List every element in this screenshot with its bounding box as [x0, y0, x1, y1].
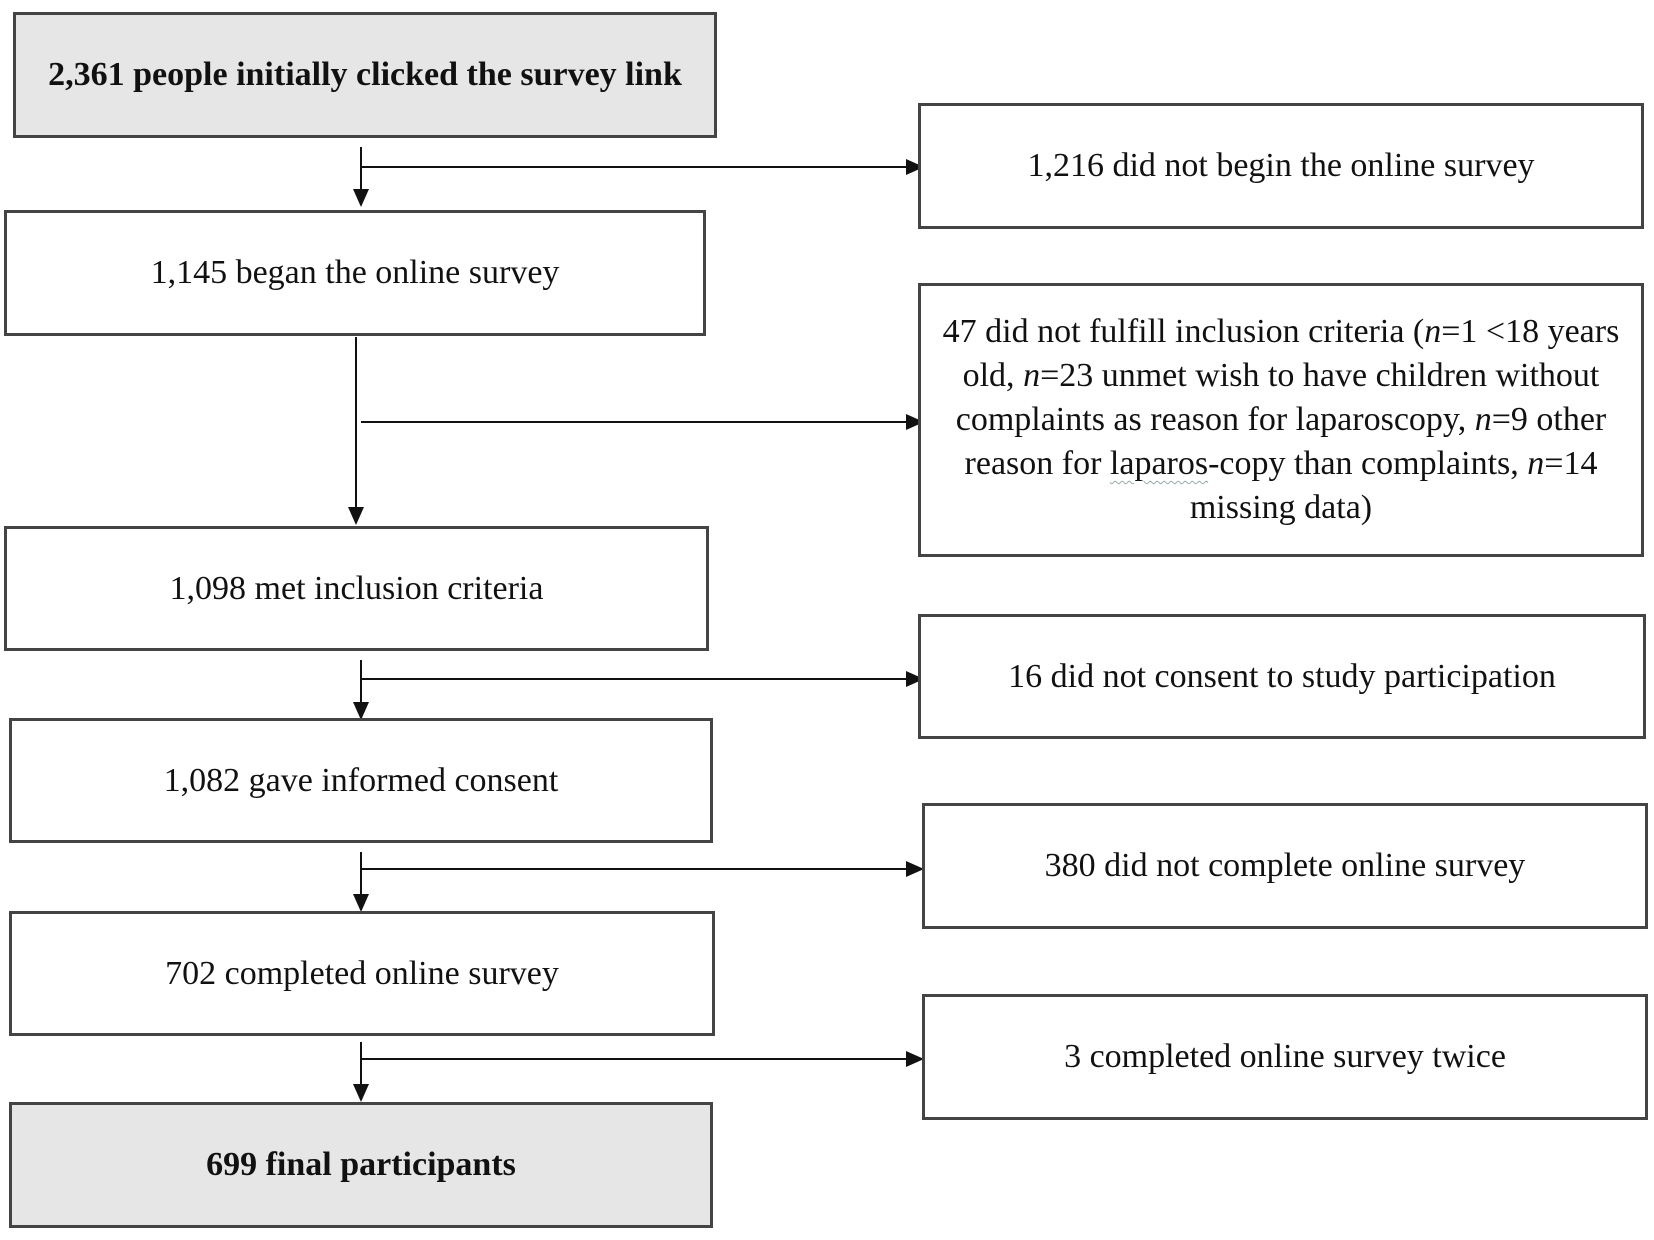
box-final-label: 699 final participants: [206, 1146, 516, 1183]
box-met-label: 1,098 met inclusion criteria: [169, 569, 544, 607]
box-not-begin-label: 1,216 did not begin the online survey: [1027, 147, 1535, 184]
box-met: 1,098 met inclusion criteria: [4, 526, 709, 651]
box-twice: 3 completed online survey twice: [922, 994, 1648, 1120]
box-not-complete-label: 380 did not complete online survey: [1044, 847, 1526, 884]
box-not-complete: 380 did not complete online survey: [922, 803, 1648, 929]
box-began-label: 1,145 began the online survey: [150, 254, 560, 291]
box-criteria-label: 47 did not fulfill inclusion criteria (n…: [942, 313, 1620, 526]
box-completed-label: 702 completed online survey: [165, 954, 559, 992]
box-completed: 702 completed online survey: [9, 911, 715, 1036]
box-start: 2,361 people initially clicked the surve…: [13, 12, 717, 138]
box-consent-label: 1,082 gave informed consent: [163, 761, 559, 799]
box-began: 1,145 began the online survey: [4, 210, 706, 336]
box-no-consent-label: 16 did not consent to study participatio…: [1008, 657, 1556, 695]
box-final: 699 final participants: [9, 1102, 713, 1228]
box-twice-label: 3 completed online survey twice: [1064, 1038, 1506, 1075]
box-criteria: 47 did not fulfill inclusion criteria (n…: [918, 283, 1644, 557]
box-start-label: 2,361 people initially clicked the surve…: [48, 56, 682, 93]
box-not-begin: 1,216 did not begin the online survey: [918, 103, 1644, 229]
box-consent: 1,082 gave informed consent: [9, 718, 713, 843]
box-no-consent: 16 did not consent to study participatio…: [918, 614, 1646, 739]
